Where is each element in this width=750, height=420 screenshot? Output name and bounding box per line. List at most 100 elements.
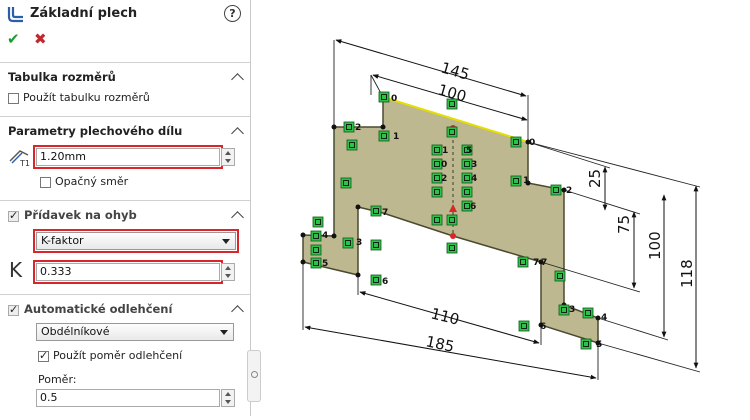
use-gauge-table-checkbox[interactable] [8, 93, 19, 104]
point-label: 0 [391, 94, 397, 104]
relation-marker-icon[interactable] [370, 274, 382, 286]
relation-marker-icon[interactable] [461, 158, 473, 170]
origin-arrow-icon [449, 204, 457, 212]
relation-marker-icon[interactable] [550, 184, 562, 196]
relation-marker-inner [434, 175, 440, 181]
relation-marker-icon[interactable] [461, 172, 473, 184]
relation-marker-icon[interactable] [580, 338, 592, 350]
thickness-icon: T1 [9, 150, 30, 167]
relation-marker-icon[interactable] [461, 186, 473, 198]
point-label: 3 [471, 160, 477, 170]
relation-marker-inner [373, 242, 379, 248]
auto-relief-checkbox[interactable] [8, 303, 19, 316]
sheet-metal-drawing: 145 100 25 75 100 118 110 185 0210127345… [300, 39, 701, 380]
point-label: 2 [441, 174, 447, 184]
sheet-params-section: Parametry plechového dílu T1 1.20mm Opač… [0, 116, 250, 197]
relation-marker-icon[interactable] [461, 200, 473, 212]
bend-type-select[interactable]: K-faktor [33, 229, 239, 253]
relation-marker-icon[interactable] [558, 304, 570, 316]
relation-marker-icon[interactable] [554, 270, 566, 282]
relation-marker-icon[interactable] [431, 214, 443, 226]
collapse-chevron-icon[interactable] [231, 211, 244, 224]
relation-marker-icon[interactable] [310, 257, 322, 269]
thickness-input[interactable]: 1.20mm [33, 145, 223, 169]
relation-marker-inner [345, 240, 351, 246]
checkmark-icon[interactable]: ✔ [7, 30, 20, 48]
relation-marker-icon[interactable] [582, 307, 594, 319]
relation-marker-inner [464, 147, 470, 153]
relation-marker-icon[interactable] [431, 186, 443, 198]
help-icon[interactable]: ? [224, 5, 241, 22]
relief-ratio-input[interactable]: 0.5 [36, 389, 220, 407]
relation-marker-inner [449, 129, 455, 135]
point-label: 7 [541, 258, 547, 268]
relation-marker-inner [313, 260, 319, 266]
collapse-chevron-icon[interactable] [231, 305, 244, 318]
relation-marker-icon[interactable] [343, 121, 355, 133]
relation-marker-inner [373, 208, 379, 214]
relation-marker-icon[interactable] [510, 136, 522, 148]
use-relief-ratio-label: Použít poměr odlehčení [53, 349, 183, 362]
relation-marker-icon[interactable] [518, 320, 530, 332]
auto-relief-section: Automatické odlehčení Obdélníkové Použít… [0, 294, 250, 417]
relation-marker-icon[interactable] [346, 139, 358, 151]
relation-marker-icon[interactable] [446, 214, 458, 226]
section-title-relief: Automatické odlehčení [24, 302, 173, 316]
relation-marker-inner [583, 341, 589, 347]
relation-marker-icon[interactable] [312, 216, 324, 228]
relation-marker-icon[interactable] [517, 256, 529, 268]
property-manager-panel: Základní plech ? ✔ ✖ Tabulka rozměrů Pou… [0, 0, 251, 416]
relief-type-select[interactable]: Obdélníkové [36, 323, 234, 341]
relation-marker-icon[interactable] [370, 205, 382, 217]
point-label: 5 [596, 340, 602, 350]
relation-marker-icon[interactable] [461, 144, 473, 156]
relation-marker-inner [520, 259, 526, 265]
relation-marker-icon[interactable] [310, 244, 322, 256]
panel-splitter-handle[interactable] [247, 350, 261, 402]
point-label: 5 [466, 146, 472, 156]
relation-marker-inner [434, 189, 440, 195]
relation-marker-inner [449, 101, 455, 107]
chevron-down-icon [222, 239, 230, 244]
point-label: 1 [442, 146, 448, 156]
use-relief-ratio-checkbox[interactable] [38, 349, 49, 362]
point-label: 0 [441, 160, 447, 170]
relation-marker-icon[interactable] [378, 91, 390, 103]
relation-marker-icon[interactable] [431, 158, 443, 170]
relation-marker-icon[interactable] [340, 177, 352, 189]
relation-marker-inner [557, 273, 563, 279]
thickness-value: 1.20mm [40, 150, 86, 163]
dim-100-right: 100 [646, 231, 664, 260]
relation-marker-icon[interactable] [370, 239, 382, 251]
collapse-chevron-icon[interactable] [231, 127, 244, 140]
relief-ratio-label: Poměr: [38, 373, 77, 386]
thickness-spinner[interactable] [221, 148, 235, 166]
relation-marker-icon[interactable] [342, 237, 354, 249]
close-icon[interactable]: ✖ [34, 30, 47, 48]
bend-allowance-checkbox[interactable] [8, 209, 19, 222]
relation-marker-icon[interactable] [310, 230, 322, 242]
relation-marker-icon[interactable] [446, 98, 458, 110]
relation-marker-icon[interactable] [431, 172, 443, 184]
reverse-direction-checkbox[interactable] [40, 177, 51, 188]
relation-markers[interactable] [310, 91, 594, 350]
section-title-params: Parametry plechového dílu [8, 124, 183, 138]
relation-marker-icon[interactable] [378, 130, 390, 142]
relation-marker-icon[interactable] [446, 242, 458, 254]
relation-marker-inner [434, 217, 440, 223]
relation-marker-inner [561, 307, 567, 313]
dim-118: 118 [678, 259, 696, 288]
relation-marker-inner [513, 139, 519, 145]
relation-marker-inner [464, 175, 470, 181]
relief-ratio-spinner[interactable] [221, 389, 235, 407]
k-factor-input[interactable]: 0.333 [33, 260, 223, 284]
point-label: 3 [356, 238, 362, 248]
relation-marker-icon[interactable] [431, 144, 443, 156]
k-factor-spinner[interactable] [221, 263, 235, 281]
relation-marker-inner [553, 187, 559, 193]
sheet-metal-icon [7, 7, 23, 23]
collapse-chevron-icon[interactable] [231, 73, 244, 86]
relation-marker-icon[interactable] [446, 126, 458, 138]
relation-marker-icon[interactable] [510, 175, 522, 187]
